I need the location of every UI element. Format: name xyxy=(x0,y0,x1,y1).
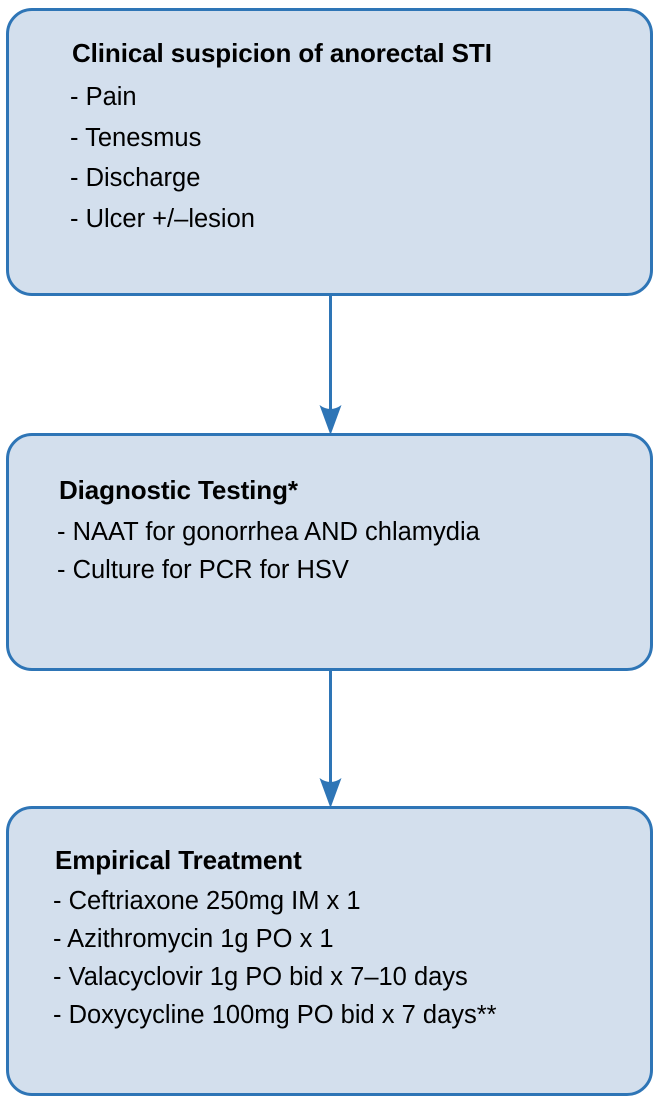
node-item-list: - Pain - Tenesmus - Discharge - Ulcer +/… xyxy=(70,77,632,239)
list-item: - Discharge xyxy=(70,164,201,192)
list-item: - Ulcer +/–lesion xyxy=(70,204,255,233)
list-item: - NAAT for gonorrhea AND chlamydia xyxy=(57,518,480,546)
node-content: Diagnostic Testing* - NAAT for gonorrhea… xyxy=(9,436,650,589)
list-item: - Valacyclovir 1g PO bid x 7–10 days xyxy=(53,963,468,991)
list-item: - Doxycycline 100mg PO bid x 7 days** xyxy=(53,1001,497,1029)
arrow-connector-testing-to-treatment xyxy=(319,668,342,808)
node-title-empirical-treatment: Empirical Treatment xyxy=(55,845,302,875)
node-item-list: - NAAT for gonorrhea AND chlamydia - Cul… xyxy=(57,513,632,589)
node-title-diagnostic-testing: Diagnostic Testing* xyxy=(59,475,298,505)
flowchart-node-clinical-suspicion: Clinical suspicion of anorectal STI - Pa… xyxy=(6,8,653,296)
node-item-list: - Ceftriaxone 250mg IM x 1 - Azithromyci… xyxy=(53,882,632,1034)
arrow-connector-suspicion-to-testing xyxy=(319,293,342,435)
list-item: - Culture for PCR for HSV xyxy=(57,556,349,584)
list-item: - Pain xyxy=(70,83,137,111)
flowchart-node-diagnostic-testing: Diagnostic Testing* - NAAT for gonorrhea… xyxy=(6,433,653,671)
list-item: - Tenesmus xyxy=(70,123,202,152)
list-item: - Ceftriaxone 250mg IM x 1 xyxy=(53,887,361,915)
list-item: - Azithromycin 1g PO x 1 xyxy=(53,925,334,953)
node-content: Clinical suspicion of anorectal STI - Pa… xyxy=(9,11,650,239)
node-title-clinical-suspicion: Clinical suspicion of anorectal STI xyxy=(72,38,492,68)
flowchart-node-empirical-treatment: Empirical Treatment - Ceftriaxone 250mg … xyxy=(6,806,653,1096)
node-content: Empirical Treatment - Ceftriaxone 250mg … xyxy=(9,809,650,1034)
